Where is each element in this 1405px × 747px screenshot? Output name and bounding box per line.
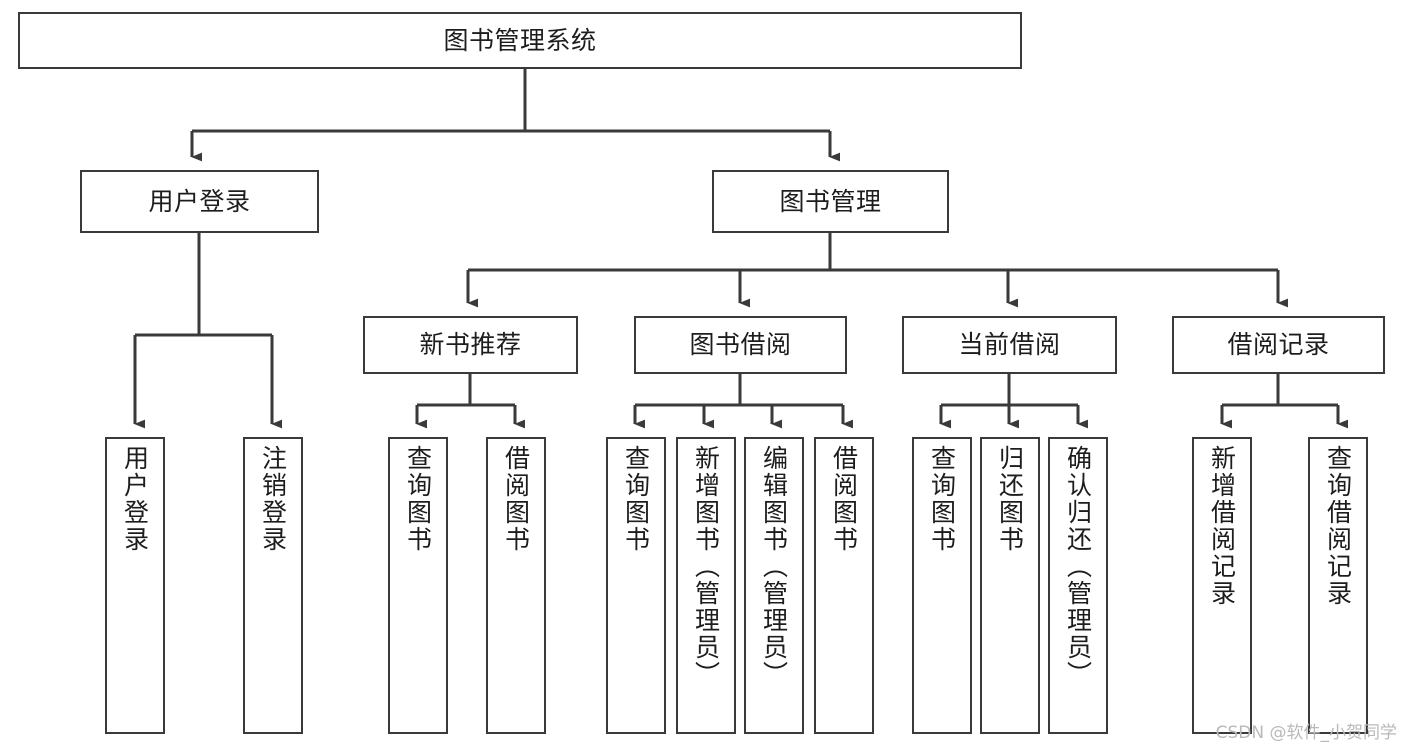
leaf-borrow-book-borrowing[interactable]: 借阅图书 xyxy=(814,437,874,734)
csdn-watermark: CSDN @软件_小贺同学 xyxy=(1215,723,1397,743)
node-book-borrowing[interactable]: 图书借阅 xyxy=(634,316,847,374)
node-label: 新增图书（管理员） xyxy=(691,445,721,688)
node-label: 借阅图书 xyxy=(501,445,531,553)
node-label: 查询借阅记录 xyxy=(1323,445,1353,607)
leaf-add-book-admin[interactable]: 新增图书（管理员） xyxy=(676,437,736,734)
node-label: 用户登录 xyxy=(148,186,251,216)
leaf-query-book-current[interactable]: 查询图书 xyxy=(912,437,972,734)
leaf-query-book-new-recommend[interactable]: 查询图书 xyxy=(388,437,448,734)
leaf-query-book-borrowing[interactable]: 查询图书 xyxy=(606,437,666,734)
node-label: 编辑图书（管理员） xyxy=(759,445,789,688)
node-label: 图书借阅 xyxy=(689,330,792,360)
node-current-borrowing[interactable]: 当前借阅 xyxy=(902,316,1117,374)
node-user-login[interactable]: 用户登录 xyxy=(80,170,319,233)
node-borrowing-record[interactable]: 借阅记录 xyxy=(1172,316,1385,374)
leaf-return-book[interactable]: 归还图书 xyxy=(980,437,1040,734)
node-label: 新增借阅记录 xyxy=(1207,445,1237,607)
node-label: 注销登录 xyxy=(258,445,288,553)
node-label: 借阅图书 xyxy=(829,445,859,553)
leaf-confirm-return-admin[interactable]: 确认归还（管理员） xyxy=(1048,437,1108,734)
leaf-user-login[interactable]: 用户登录 xyxy=(105,437,165,734)
node-label: 图书管理系统 xyxy=(443,25,597,55)
node-label: 确认归还（管理员） xyxy=(1063,445,1093,688)
node-label: 归还图书 xyxy=(995,445,1025,553)
node-label: 查询图书 xyxy=(403,445,433,553)
node-label: 查询图书 xyxy=(621,445,651,553)
node-label: 借阅记录 xyxy=(1227,330,1330,360)
node-book-management[interactable]: 图书管理 xyxy=(712,170,949,233)
node-label: 用户登录 xyxy=(120,445,150,553)
node-new-book-recommendation[interactable]: 新书推荐 xyxy=(363,316,578,374)
node-root-book-management-system[interactable]: 图书管理系统 xyxy=(18,12,1022,69)
leaf-add-borrow-record[interactable]: 新增借阅记录 xyxy=(1192,437,1252,734)
node-label: 查询图书 xyxy=(927,445,957,553)
node-label: 新书推荐 xyxy=(419,330,522,360)
node-label: 图书管理 xyxy=(779,186,882,216)
node-label: 当前借阅 xyxy=(958,330,1061,360)
leaf-query-borrow-record[interactable]: 查询借阅记录 xyxy=(1308,437,1368,734)
leaf-logout[interactable]: 注销登录 xyxy=(243,437,303,734)
leaf-edit-book-admin[interactable]: 编辑图书（管理员） xyxy=(744,437,804,734)
leaf-borrow-book-new-recommend[interactable]: 借阅图书 xyxy=(486,437,546,734)
